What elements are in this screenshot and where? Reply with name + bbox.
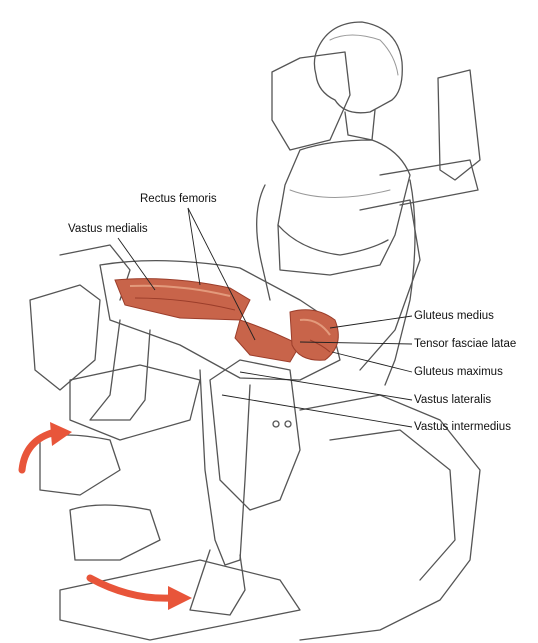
leader-lines bbox=[118, 208, 412, 427]
label-gluteus-medius: Gluteus medius bbox=[414, 309, 494, 323]
label-vastus-intermedius: Vastus intermedius bbox=[414, 420, 511, 434]
person-head bbox=[314, 22, 402, 140]
upper-arrow bbox=[22, 432, 55, 470]
lower-arrowhead bbox=[168, 586, 192, 610]
motion-arrows bbox=[22, 422, 192, 610]
label-vastus-lateralis: Vastus lateralis bbox=[414, 393, 491, 407]
label-tensor-fasciae-latae: Tensor fasciae latae bbox=[414, 337, 516, 351]
upper-arrowhead bbox=[50, 422, 72, 446]
label-rectus-femoris: Rectus femoris bbox=[140, 192, 217, 206]
lower-arrow bbox=[90, 578, 172, 598]
label-gluteus-maximus: Gluteus maximus bbox=[414, 365, 503, 379]
label-vastus-medialis: Vastus medialis bbox=[68, 222, 148, 236]
thigh-muscles bbox=[100, 261, 340, 380]
